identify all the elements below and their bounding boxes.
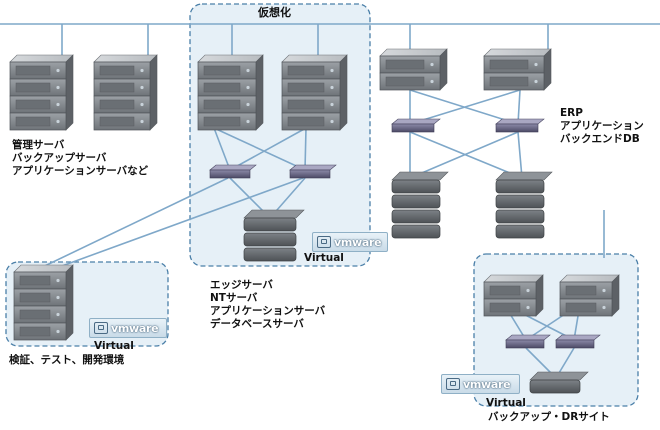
- test-server: [13, 264, 74, 341]
- vmware-logo-text: vmware: [111, 321, 159, 335]
- edge-server-label: エッジサーバ NTサーバ アプリケーションサーバ データベースサーバ: [210, 279, 325, 331]
- virtualization-server-2: [281, 54, 348, 131]
- vmware-logo-dr: vmware: [441, 374, 520, 394]
- network-link: [409, 131, 519, 179]
- erp-label-line-3: バックエンドDB: [560, 133, 640, 145]
- virtualization-switch-2: [289, 164, 337, 179]
- edge-label-line-2: NTサーバ: [210, 292, 258, 304]
- vmware-logo-test: vmware: [89, 318, 167, 338]
- erp-switch-1: [391, 118, 441, 133]
- test-virtual-badge: Virtual: [94, 340, 134, 352]
- mgmt-label-line-2: バックアップサーバ: [12, 152, 107, 164]
- vmware-logo-virtualization: vmware: [312, 232, 388, 252]
- network-link: [213, 127, 231, 171]
- vmware-logo-text: vmware: [334, 235, 382, 249]
- virtualization-virtual-badge: Virtual: [304, 252, 344, 264]
- vmware-logo-icon: [94, 322, 108, 334]
- dr-site-label: バックアップ・DRサイト: [488, 411, 610, 423]
- virtualization-storage: [243, 209, 305, 262]
- virtualization-switch-1: [209, 164, 257, 179]
- dr-switch-1: [505, 334, 551, 349]
- vmware-logo-text: vmware: [463, 377, 511, 391]
- dr-switch-2: [555, 334, 601, 349]
- virtualization-group-title: 仮想化: [258, 6, 291, 19]
- dr-virtual-badge: Virtual: [486, 397, 526, 409]
- erp-app-server-1: [379, 48, 448, 91]
- erp-app-server-2: [483, 48, 552, 91]
- vmware-logo-icon: [317, 236, 331, 248]
- mgmt-label-line-3: アプリケーションサーバなど: [12, 165, 149, 177]
- erp-label-line-1: ERP: [560, 107, 583, 119]
- network-link: [517, 131, 523, 179]
- test-env-label: 検証、テスト、開発環境: [9, 354, 125, 366]
- edge-label-line-3: アプリケーションサーバ: [210, 305, 326, 317]
- erp-switch-2: [495, 118, 545, 133]
- dr-server-1: [483, 274, 544, 317]
- dr-storage: [529, 371, 589, 394]
- mgmt-server-2: [93, 54, 158, 131]
- edge-label-line-1: エッジサーバ: [210, 279, 273, 291]
- network-link: [213, 127, 306, 171]
- virtualization-server-1: [197, 54, 264, 131]
- network-link: [304, 127, 307, 171]
- edge-label-line-4: データベースサーバ: [210, 318, 304, 330]
- mgmt-server-1: [9, 54, 74, 131]
- network-link: [517, 89, 521, 125]
- erp-label: ERP アプリケーション バックエンドDB: [560, 107, 644, 146]
- mgmt-label-line-1: 管理サーバ: [12, 139, 65, 151]
- vmware-logo-icon: [446, 378, 460, 390]
- network-link: [229, 127, 307, 171]
- mgmt-server-label: 管理サーバ バックアップサーバ アプリケーションサーバなど: [12, 139, 148, 178]
- dr-server-2: [559, 274, 620, 317]
- network-link: [409, 89, 521, 125]
- erp-db-storage-1: [391, 171, 449, 239]
- erp-db-storage-2: [495, 171, 553, 239]
- test-group-link: [27, 177, 229, 275]
- erp-label-line-2: アプリケーション: [560, 120, 644, 132]
- test-group-link: [39, 177, 304, 275]
